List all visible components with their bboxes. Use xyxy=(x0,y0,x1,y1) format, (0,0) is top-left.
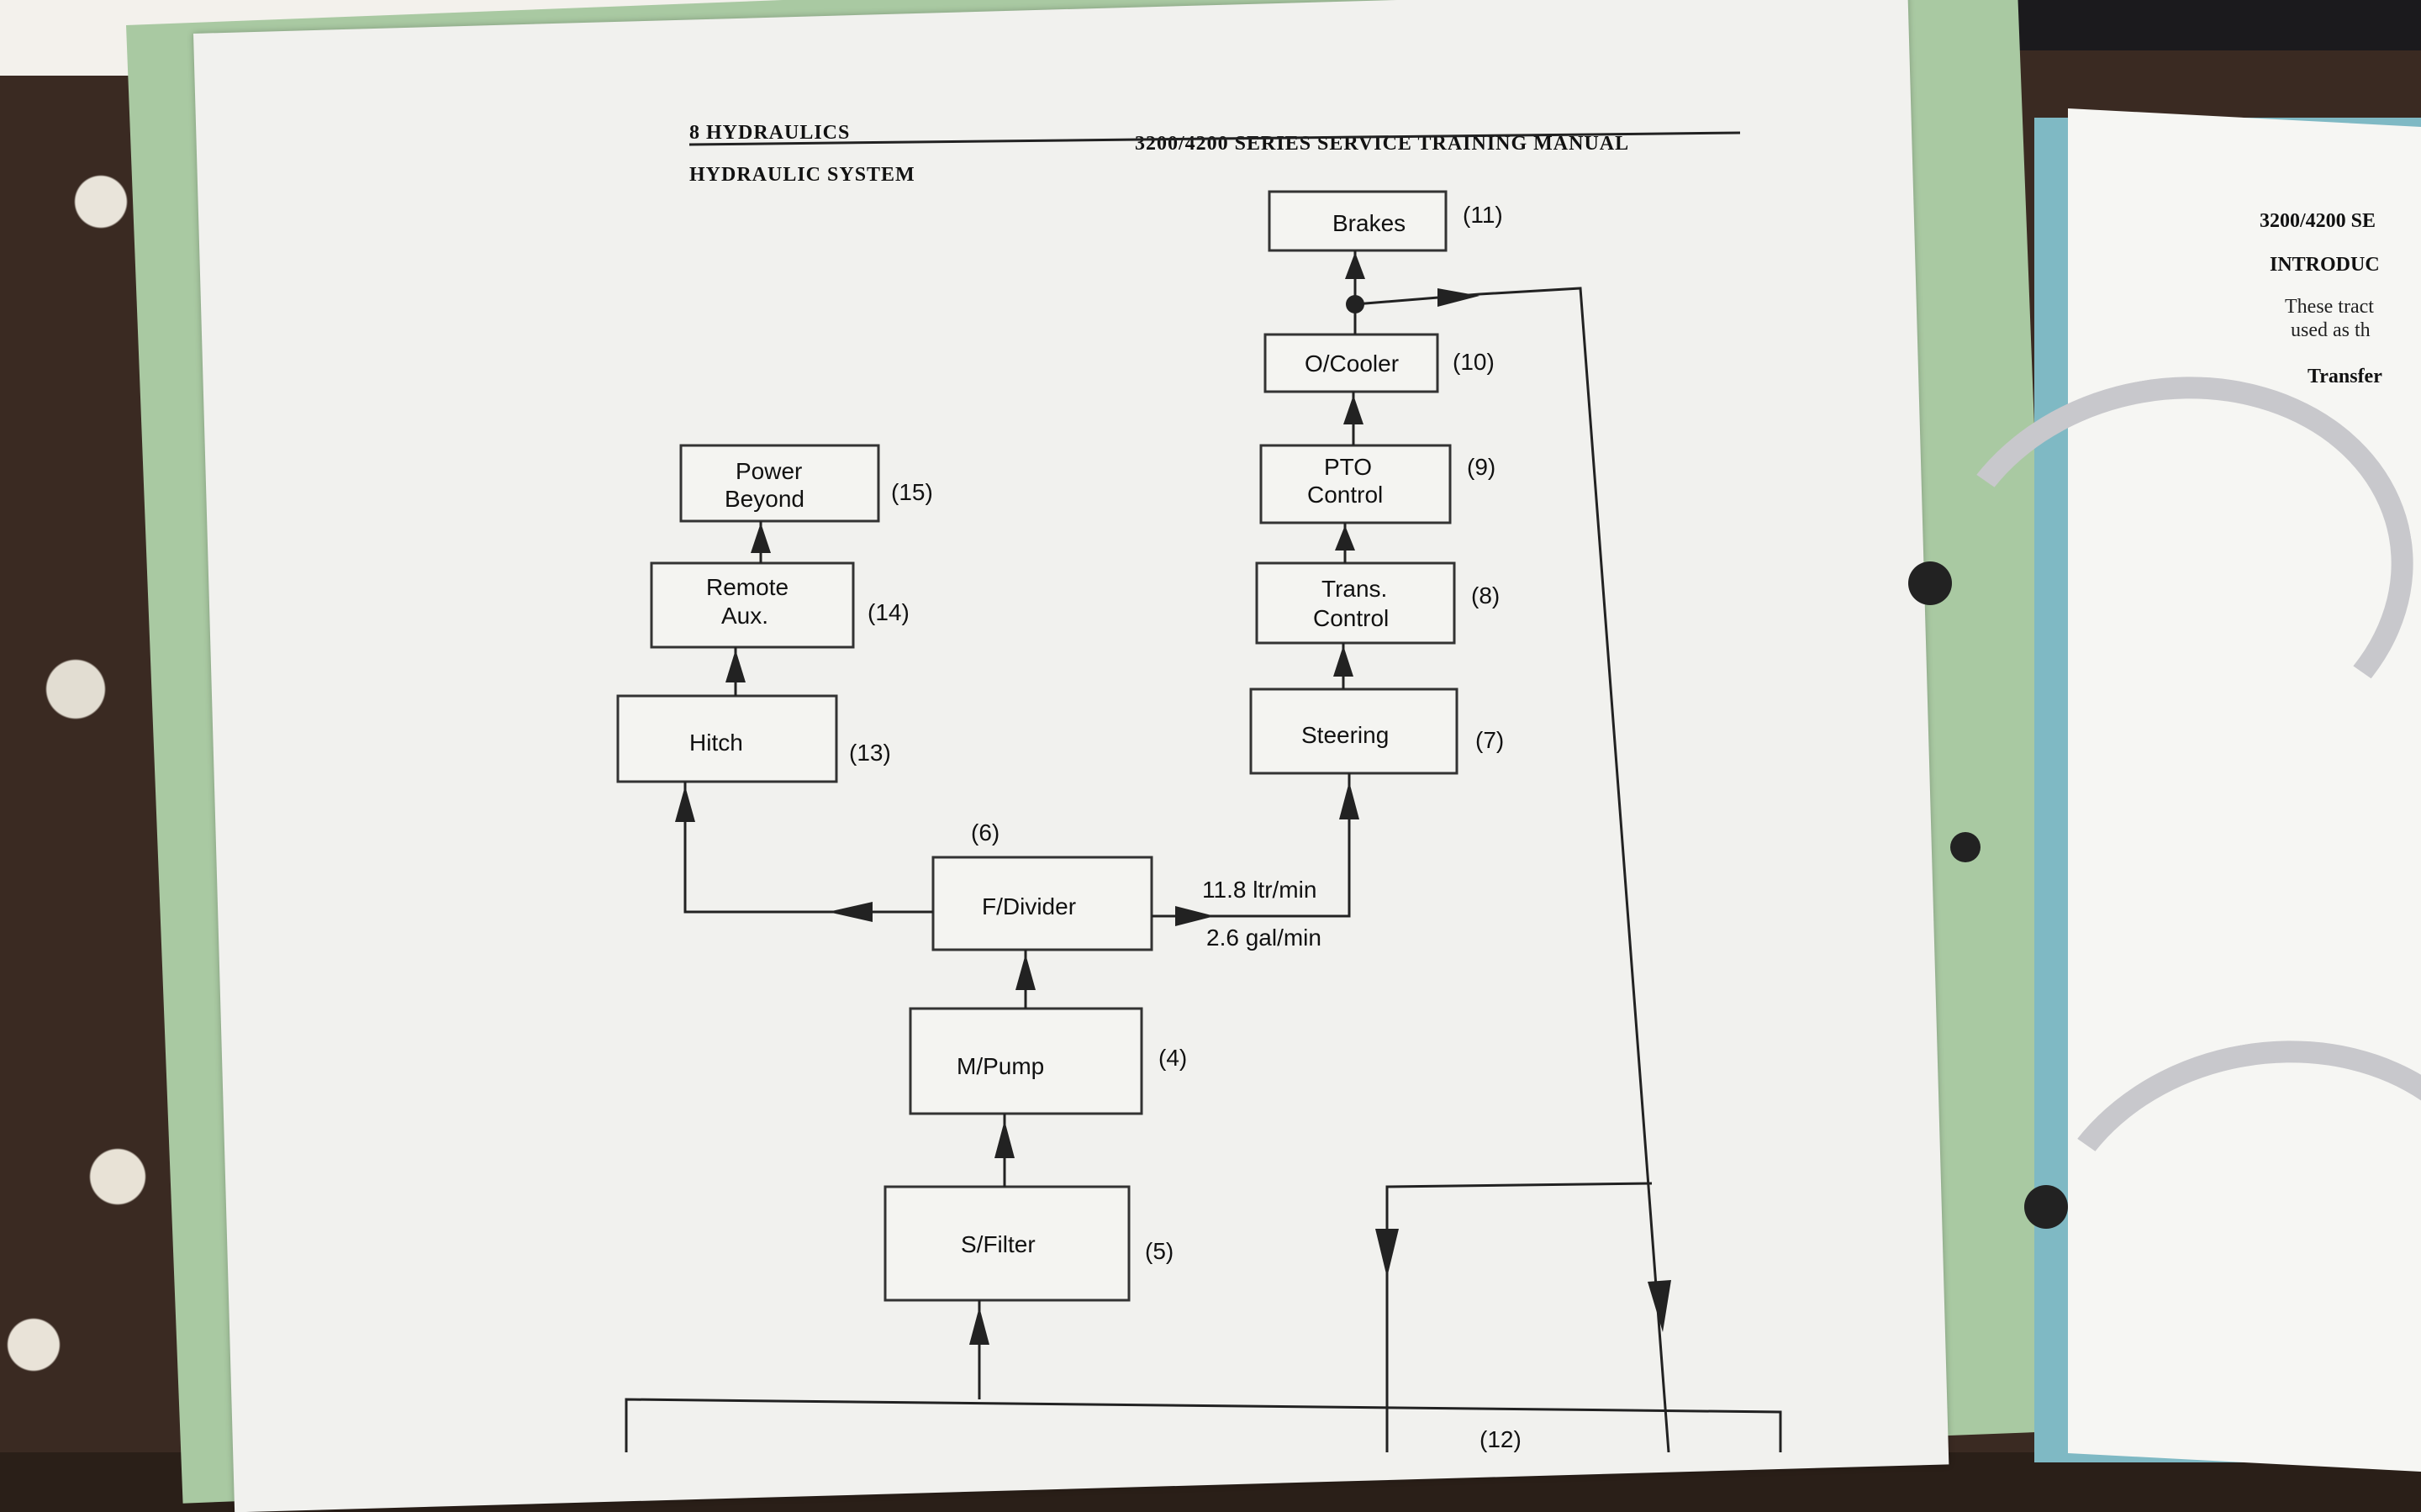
trans-label-1: Trans. xyxy=(1321,576,1387,602)
ocooler-number: (10) xyxy=(1453,349,1495,375)
hitch-label: Hitch xyxy=(689,730,743,756)
ocooler-block: O/Cooler (10) xyxy=(1263,333,1495,393)
reservoir-block: (12) xyxy=(625,1398,1782,1452)
adjacent-subhead: Transfer xyxy=(2308,366,2382,387)
remote-aux-box xyxy=(650,561,855,649)
sfilter-number: (5) xyxy=(1145,1238,1174,1264)
header-rule xyxy=(688,131,1741,146)
flow-gal: 2.6 gal/min xyxy=(1206,925,1321,951)
header-left: 8 HYDRAULICS xyxy=(689,122,850,144)
hitch-number: (13) xyxy=(849,740,891,766)
ocooler-label: O/Cooler xyxy=(1305,350,1399,377)
fdivider-number: (6) xyxy=(971,819,1000,846)
brakes-block: Brakes (11) xyxy=(1268,190,1503,252)
pto-label-1: PTO xyxy=(1324,454,1372,480)
mpump-block: M/Pump (4) xyxy=(909,1007,1187,1115)
brakes-label: Brakes xyxy=(1332,210,1406,236)
ocooler-box xyxy=(1263,333,1439,393)
power-number: (15) xyxy=(891,479,933,505)
power-label-2: Beyond xyxy=(725,486,804,512)
brakes-box xyxy=(1268,190,1448,252)
sfilter-block: S/Filter (5) xyxy=(883,1185,1174,1302)
remote-number: (14) xyxy=(868,599,910,625)
page-header: 8 HYDRAULICS 3200/4200 SERIES SERVICE TR… xyxy=(688,122,1741,186)
power-beyond-block: Power Beyond (15) xyxy=(679,444,933,523)
steering-label: Steering xyxy=(1301,722,1389,748)
mpump-label: M/Pump xyxy=(957,1053,1044,1079)
punch-hole-top xyxy=(1908,561,1952,605)
pto-box xyxy=(1259,444,1452,524)
steering-number: (7) xyxy=(1475,727,1504,753)
reservoir-outline xyxy=(625,1398,1782,1452)
hydraulic-diagram: 8 HYDRAULICS 3200/4200 SERIES SERVICE TR… xyxy=(616,122,2382,1452)
fdivider-block: (6) F/Divider xyxy=(931,819,1153,951)
mpump-box xyxy=(909,1007,1143,1115)
trans-number: (8) xyxy=(1471,582,1500,608)
trans-block: Trans. Control (8) xyxy=(1255,561,1500,645)
adjacent-header: 3200/4200 SE xyxy=(2260,210,2376,232)
pto-number: (9) xyxy=(1467,454,1495,480)
adjacent-line-2: used as th xyxy=(2291,319,2371,341)
sfilter-label: S/Filter xyxy=(961,1231,1036,1257)
flow-lines xyxy=(675,250,1671,1452)
reservoir-number: (12) xyxy=(1480,1426,1522,1452)
section-title: HYDRAULIC SYSTEM xyxy=(689,164,915,186)
sfilter-box xyxy=(883,1185,1131,1302)
hitch-block: Hitch (13) xyxy=(616,694,891,783)
steering-box xyxy=(1249,688,1458,775)
steering-block: Steering (7) xyxy=(1249,688,1504,775)
adjacent-line-1: These tract xyxy=(2285,296,2374,318)
hitch-box xyxy=(616,694,838,783)
remote-label-1: Remote xyxy=(706,574,789,600)
mpump-number: (4) xyxy=(1158,1045,1187,1071)
remote-aux-block: Remote Aux. (14) xyxy=(650,561,910,649)
adjacent-section: INTRODUC xyxy=(2270,254,2380,276)
punch-hole-middle xyxy=(1950,832,1981,862)
adjacent-page-text: 3200/4200 SE INTRODUC These tract used a… xyxy=(2260,210,2382,387)
pto-label-2: Control xyxy=(1307,482,1383,508)
pto-block: PTO Control (9) xyxy=(1259,444,1495,524)
fdivider-label: F/Divider xyxy=(982,893,1076,919)
flow-ltr: 11.8 ltr/min xyxy=(1202,877,1316,903)
power-label-1: Power xyxy=(736,458,802,484)
remote-label-2: Aux. xyxy=(721,603,768,629)
power-beyond-box xyxy=(679,444,880,523)
punch-hole-bottom xyxy=(2024,1185,2068,1229)
fdivider-box xyxy=(931,856,1153,951)
trans-box xyxy=(1255,561,1456,645)
trans-label-2: Control xyxy=(1313,605,1389,631)
brakes-number: (11) xyxy=(1463,202,1503,228)
